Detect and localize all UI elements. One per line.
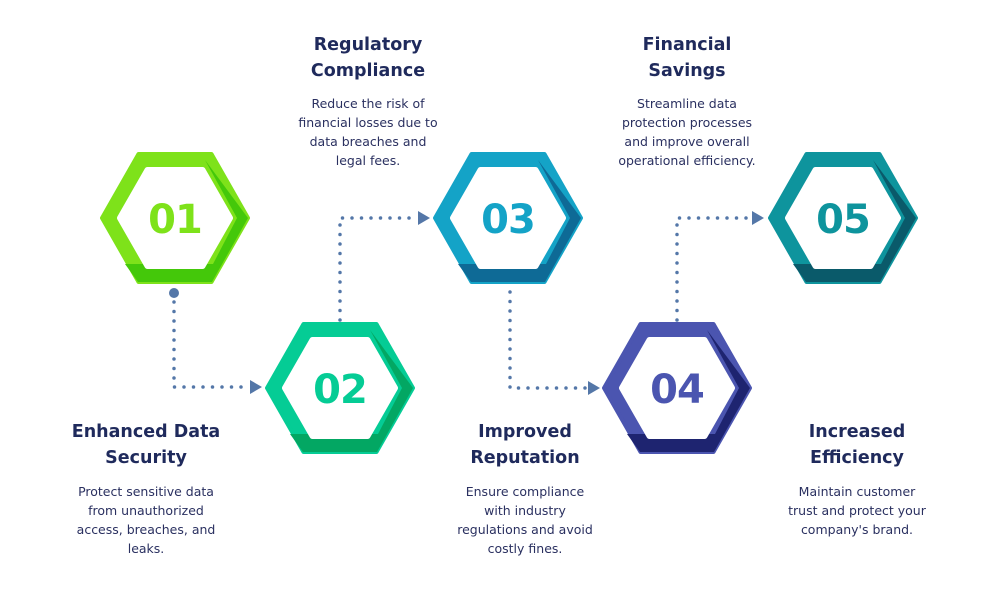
step-title: Efficiency — [810, 448, 905, 468]
step-description: Reduce the risk of — [311, 96, 425, 111]
step-hexagon-03: 03 — [433, 152, 583, 284]
step-title: Regulatory — [314, 35, 423, 55]
step-description: from unauthorized — [88, 503, 204, 518]
step-description: Streamline data — [637, 96, 737, 111]
step-hexagon-05: 05 — [768, 152, 918, 284]
step-title: Compliance — [311, 61, 425, 81]
arrow-head-icon — [752, 211, 764, 225]
step-description: costly fines. — [488, 541, 563, 556]
step-title: Financial — [643, 35, 732, 55]
step-title: Savings — [648, 61, 725, 81]
arrow-head-icon — [588, 381, 600, 395]
step-description: financial losses due to — [298, 115, 437, 130]
step-description: with industry — [484, 503, 566, 518]
step-hexagon-04: 04 — [602, 322, 752, 454]
step-title: Security — [105, 448, 187, 468]
step-number: 02 — [313, 367, 367, 413]
step-hexagon-02: 02 — [265, 322, 415, 454]
connectors — [169, 211, 764, 395]
dotted-connector — [338, 216, 420, 322]
step-title: Enhanced Data — [72, 422, 221, 442]
step-number: 05 — [816, 197, 870, 243]
step-number: 03 — [481, 197, 535, 243]
step-number: 04 — [650, 367, 704, 413]
step-description: Maintain customer — [799, 484, 916, 499]
step-hexagon-01: 01 — [100, 152, 250, 284]
step-description: legal fees. — [336, 153, 400, 168]
start-dot — [169, 288, 179, 298]
step-description: access, breaches, and — [77, 522, 216, 537]
step-description: and improve overall — [624, 134, 749, 149]
arrow-head-icon — [250, 380, 262, 394]
step-title: Reputation — [470, 448, 579, 468]
step-number: 01 — [148, 197, 202, 243]
step-description: regulations and avoid — [457, 522, 593, 537]
step-description: data breaches and — [310, 134, 427, 149]
step-description: protection processes — [622, 115, 752, 130]
step-description: Ensure compliance — [466, 484, 585, 499]
step-description: leaks. — [128, 541, 165, 556]
step-description: company's brand. — [801, 522, 913, 537]
step-description: operational efficiency. — [618, 153, 755, 168]
dotted-connector — [172, 300, 252, 389]
dotted-connector — [675, 216, 754, 322]
arrow-head-icon — [418, 211, 430, 225]
step-title: Increased — [809, 422, 905, 442]
step-description: Protect sensitive data — [78, 484, 214, 499]
step-title: Improved — [478, 422, 572, 442]
step-description: trust and protect your — [788, 503, 927, 518]
dotted-connector — [508, 290, 590, 390]
